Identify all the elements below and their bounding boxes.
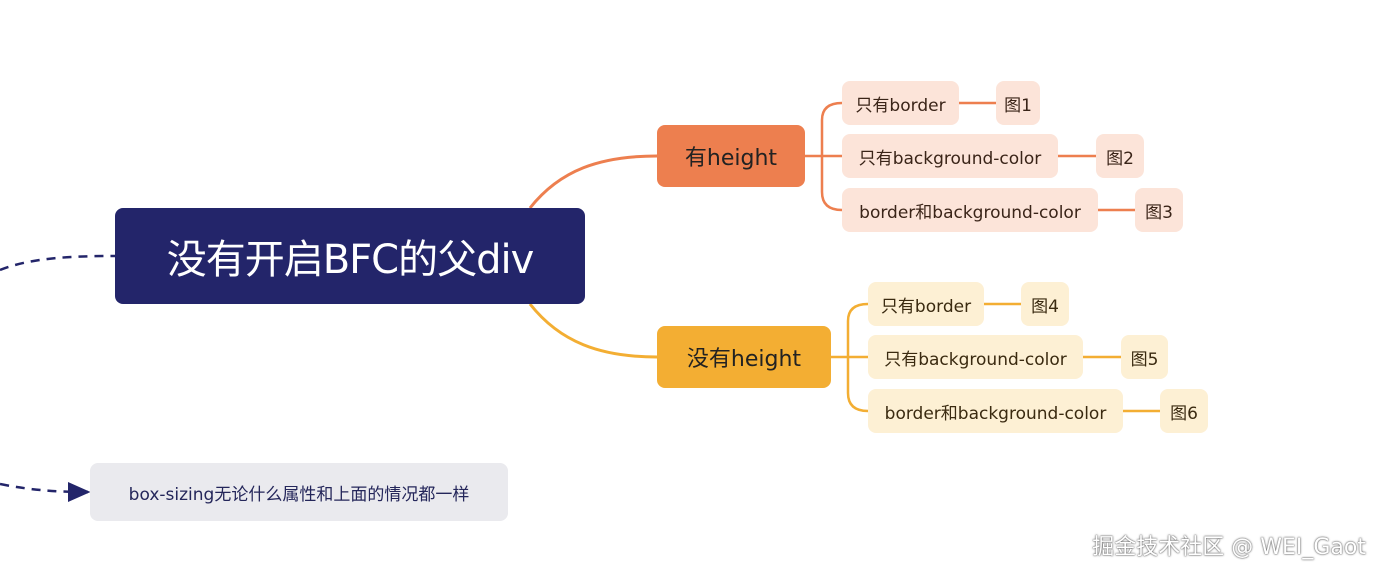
figure-label-4[interactable]: 图4 <box>1021 282 1069 326</box>
leaf-bgcolor-only-2[interactable]: 只有background-color <box>868 335 1083 379</box>
bracket-no-height <box>831 302 1160 413</box>
figure-label-2[interactable]: 图2 <box>1096 134 1144 178</box>
leaf-bgcolor-only-1[interactable]: 只有background-color <box>842 134 1058 178</box>
branch-has-height[interactable]: 有height <box>657 125 805 187</box>
bracket-has-height <box>805 101 1135 212</box>
figure-label-5[interactable]: 图5 <box>1121 335 1168 379</box>
leaf-border-and-bgcolor-1[interactable]: border和background-color <box>842 188 1098 232</box>
leaf-border-only-1[interactable]: 只有border <box>842 81 959 125</box>
figure-label-1[interactable]: 图1 <box>996 81 1040 125</box>
connector-root-to-no-height <box>528 303 658 359</box>
leaf-border-only-2[interactable]: 只有border <box>868 282 984 326</box>
branch-no-height[interactable]: 没有height <box>657 326 831 388</box>
connector-root-to-has-height <box>528 154 658 209</box>
dashed-connector-root <box>0 254 116 272</box>
root-node[interactable]: 没有开启BFC的父div <box>115 208 585 304</box>
figure-label-3[interactable]: 图3 <box>1135 188 1183 232</box>
note-box-sizing[interactable]: box-sizing无论什么属性和上面的情况都一样 <box>90 463 508 521</box>
leaf-border-and-bgcolor-2[interactable]: border和background-color <box>868 389 1123 433</box>
figure-label-6[interactable]: 图6 <box>1160 389 1208 433</box>
dashed-arrow-note <box>0 481 91 502</box>
watermark: 掘金技术社区 @ WEI_Gaot <box>1092 535 1366 560</box>
